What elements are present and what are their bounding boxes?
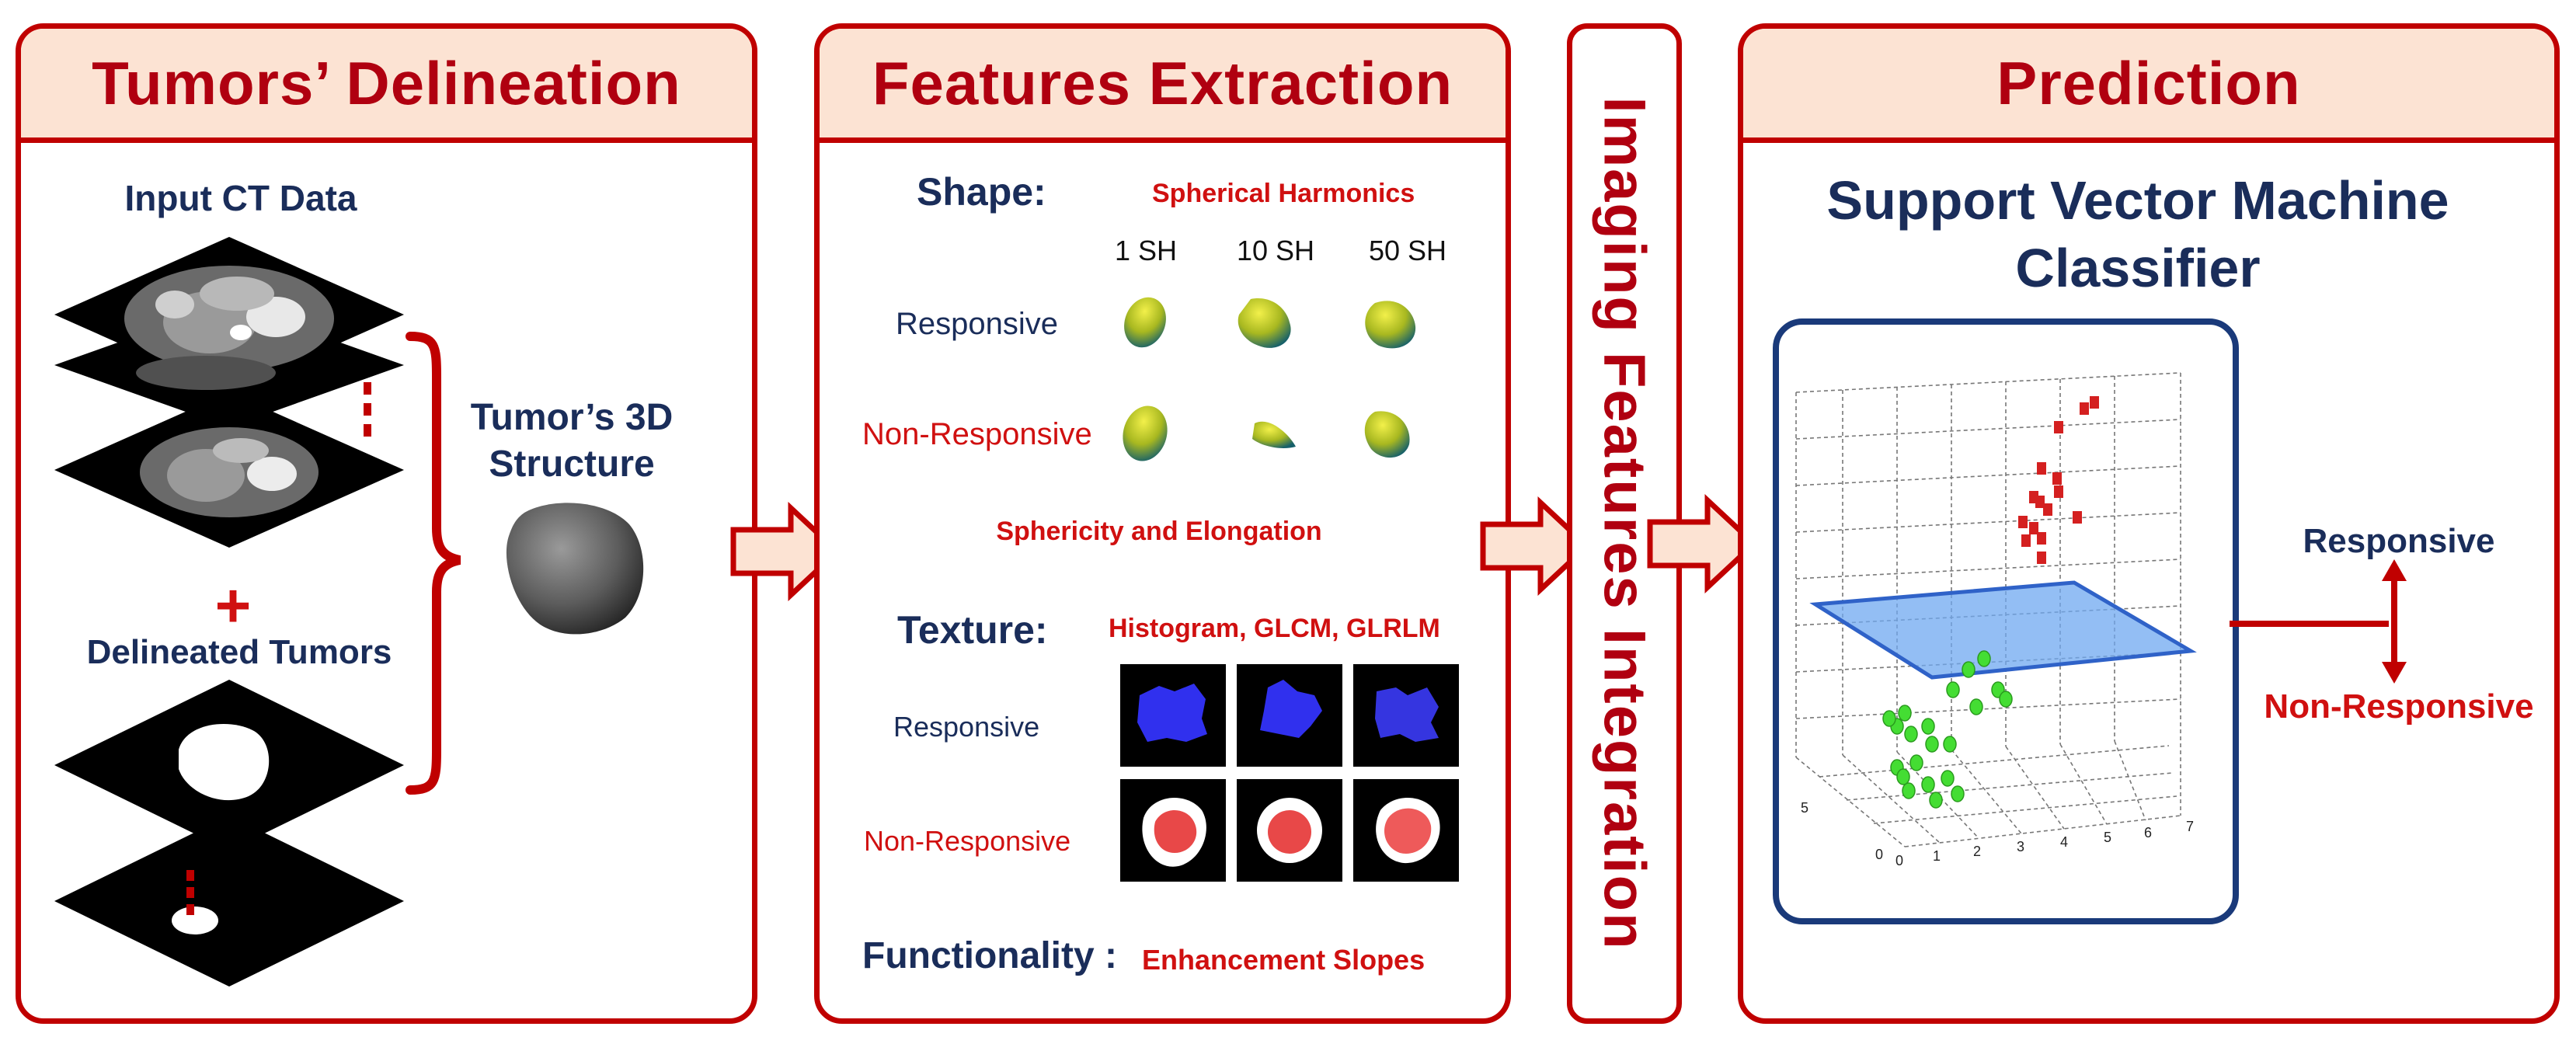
texture-responsive-2 — [1237, 664, 1342, 767]
shape-row-responsive: Responsive — [896, 307, 1059, 341]
svm-3d-plot — [1773, 318, 2239, 924]
shape-method: Spherical Harmonics — [1152, 179, 1415, 208]
ct-slice-bottom — [54, 392, 404, 548]
texture-non-responsive-3 — [1353, 779, 1459, 882]
classifier-title-line1: Support Vector Machine — [1826, 170, 2449, 231]
axis-tick-x-4: 4 — [2060, 834, 2069, 850]
functionality-label: Functionality : — [862, 935, 1117, 976]
delineated-tumors-label: Delineated Tumors — [86, 633, 392, 671]
tumor-3d-label-line1: Tumor’s 3D — [470, 397, 674, 438]
texture-responsive-1 — [1120, 664, 1226, 767]
axis-tick-x-6: 6 — [2144, 825, 2153, 840]
features-title: Features Extraction — [820, 29, 1506, 143]
axis-tick-x-5: 5 — [2104, 830, 2112, 845]
input-ct-label: Input CT Data — [124, 178, 357, 218]
texture-row-non-responsive: Non-Responsive — [864, 825, 1071, 857]
delineation-title: Tumors’ Delineation — [21, 29, 752, 143]
tumor-3d-render — [506, 503, 644, 635]
arrow-right-3 — [1647, 493, 1759, 594]
tumor-3d-label-line2: Structure — [489, 444, 655, 485]
class-connector — [2230, 559, 2407, 684]
sh-col-3: 50 SH — [1368, 235, 1447, 266]
texture-non-responsive-2 — [1237, 779, 1342, 882]
ellipsis-dots-top — [364, 382, 371, 437]
curly-brace — [406, 332, 461, 795]
axis-tick-x-1: 1 — [1933, 848, 1941, 864]
delineation-panel: Tumors’ Delineation — [16, 23, 757, 1024]
class-non-responsive-label: Non-Responsive — [2264, 687, 2534, 726]
texture-method: Histogram, GLCM, GLRLM — [1109, 614, 1440, 643]
ellipsis-dots-bottom — [186, 870, 194, 915]
shape-caption: Sphericity and Elongation — [996, 517, 1322, 546]
plus-sign: + — [214, 571, 252, 640]
texture-non-responsive-1 — [1120, 779, 1226, 882]
shape-label: Shape: — [917, 170, 1046, 214]
sh-col-2: 10 SH — [1236, 235, 1315, 266]
mask-slice-top — [54, 680, 404, 851]
ct-slice-stack — [54, 237, 404, 427]
axis-tick-x-7: 7 — [2186, 819, 2195, 834]
sh-col-1: 1 SH — [1114, 235, 1178, 266]
texture-label: Texture: — [897, 608, 1048, 652]
mask-slice-bottom — [54, 816, 404, 987]
texture-row-responsive: Responsive — [893, 711, 1040, 743]
shape-row-non-responsive: Non-Responsive — [862, 417, 1092, 451]
prediction-title: Prediction — [1743, 29, 2554, 143]
axis-tick-x-3: 3 — [2017, 839, 2025, 854]
texture-responsive-3 — [1353, 664, 1459, 767]
classifier-title-line2: Classifier — [2015, 238, 2261, 298]
axis-tick-y-5: 5 — [1801, 800, 1809, 816]
axis-tick-x-2: 2 — [1973, 844, 1982, 859]
class-responsive-label: Responsive — [2303, 522, 2495, 560]
shape-renderings — [1123, 297, 1416, 461]
axis-tick-x-0: 0 — [1895, 853, 1904, 868]
functionality-method: Enhancement Slopes — [1142, 944, 1426, 976]
axis-tick-y-0: 0 — [1875, 847, 1884, 862]
arrow-right-2 — [1480, 496, 1592, 597]
